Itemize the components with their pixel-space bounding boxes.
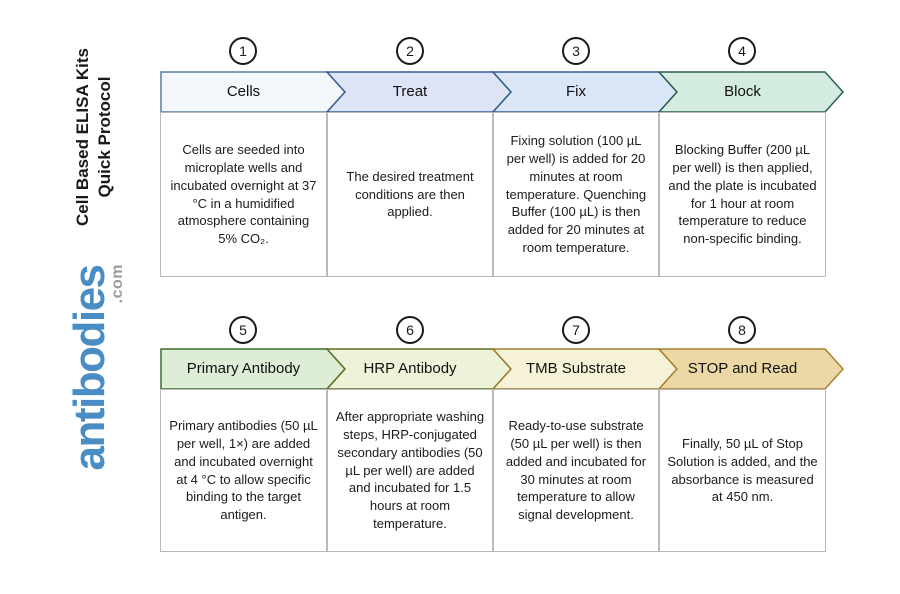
page-title: Cell Based ELISA Kits Quick Protocol <box>72 37 118 237</box>
step-2-description: The desired treatment conditions are the… <box>346 168 474 220</box>
step-1-banner-label: Cells <box>226 83 261 100</box>
step-2-number-circle: 2 <box>396 37 424 65</box>
step-7-banner-label: TMB Substrate <box>525 360 627 377</box>
row1-banner <box>160 71 845 113</box>
step-6-description: After appropriate washing steps, HRP-con… <box>335 408 485 532</box>
step-4-description: Blocking Buffer (200 µL per well) is the… <box>668 141 817 247</box>
step-3-banner-label: Fix <box>566 83 586 100</box>
step-5-description-box: Primary antibodies (50 µL per well, 1×) … <box>160 389 327 552</box>
step-6-description-box: After appropriate washing steps, HRP-con… <box>327 389 493 552</box>
step-4-description-box: Blocking Buffer (200 µL per well) is the… <box>659 112 826 277</box>
step-7-number-circle: 7 <box>562 316 590 344</box>
step-4-banner-label: Block <box>724 83 761 100</box>
row2-banner <box>160 348 845 390</box>
step-1-description-box: Cells are seeded into microplate wells a… <box>160 112 327 277</box>
step-4-number-circle: 4 <box>728 37 756 65</box>
step-1-description: Cells are seeded into microplate wells a… <box>170 141 317 247</box>
step-8-description: Finally, 50 µL of Stop Solution is added… <box>667 435 818 505</box>
brand-logo-text: antibodies <box>65 265 114 471</box>
step-5-banner-label: Primary Antibody <box>186 360 301 377</box>
step-3-description: Fixing solution (100 µL per well) is add… <box>505 132 647 256</box>
step-7-description-box: Ready-to-use substrate (50 µL per well) … <box>493 389 659 552</box>
step-3-number-circle: 3 <box>562 37 590 65</box>
step-7-description: Ready-to-use substrate (50 µL per well) … <box>505 417 647 523</box>
step-2-banner-label: Treat <box>392 83 428 100</box>
step-8-banner-label: STOP and Read <box>687 360 798 377</box>
page-title-line2: Quick Protocol <box>95 76 115 198</box>
step-3-description-box: Fixing solution (100 µL per well) is add… <box>493 112 659 277</box>
step-8-description-box: Finally, 50 µL of Stop Solution is added… <box>659 389 826 552</box>
brand-logo: antibodies .com <box>65 238 131 498</box>
step-6-number-circle: 6 <box>396 316 424 344</box>
step-2-description-box: The desired treatment conditions are the… <box>327 112 493 277</box>
page-title-line1: Cell Based ELISA Kits <box>73 48 92 226</box>
step-5-number-circle: 5 <box>229 316 257 344</box>
step-1-number-circle: 1 <box>229 37 257 65</box>
step-8-number-circle: 8 <box>728 316 756 344</box>
step-6-banner-label: HRP Antibody <box>363 360 457 377</box>
step-5-description: Primary antibodies (50 µL per well, 1×) … <box>169 417 318 523</box>
